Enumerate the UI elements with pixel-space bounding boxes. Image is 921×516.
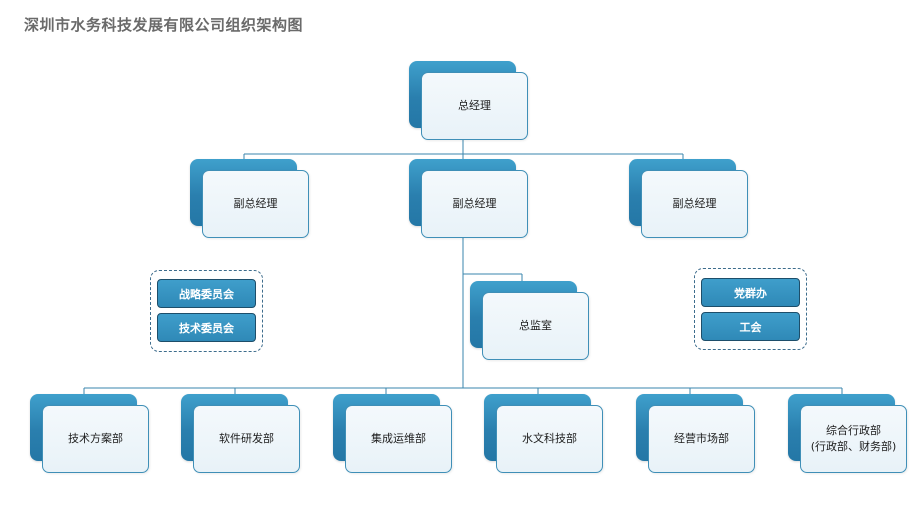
node-label: 集成运维部 [371,432,426,445]
trade-union: 工会 [701,312,800,341]
node-label: 总经理 [458,99,491,112]
strategy-committee: 战略委员会 [157,279,256,308]
node-label: 总监室 [519,319,552,332]
node-label: 经营市场部 [674,432,729,445]
node-label: 副总经理 [452,197,497,210]
party-office: 党群办 [701,278,800,307]
node-label: 副总经理 [672,197,717,210]
chart-title: 深圳市水务科技发展有限公司组织架构图 [24,16,304,34]
node-label: 水文科技部 [522,432,577,445]
technology-committee: 技术委员会 [157,313,256,342]
party-union-group [694,268,807,350]
node-label: 综合行政部 [826,424,881,437]
node-label: 软件研发部 [219,432,274,445]
node-sublabel: (行政部、财务部) [810,440,897,453]
node-label: 副总经理 [233,197,278,210]
node-label: 技术方案部 [68,432,123,445]
committees-group [150,270,263,352]
